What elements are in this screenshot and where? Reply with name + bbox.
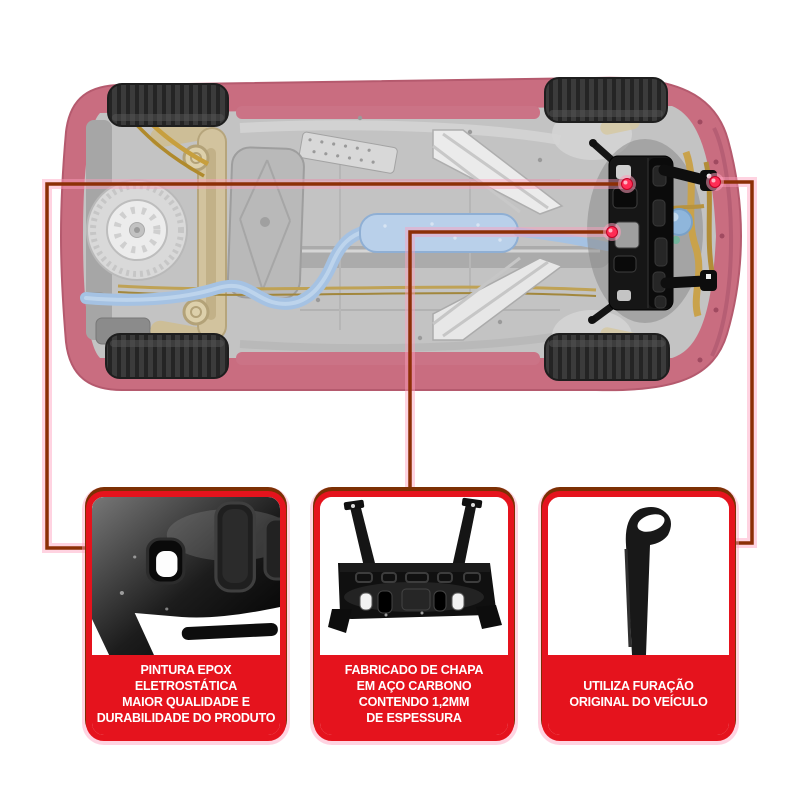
callout-dot [618,175,636,193]
mounting-arm-bottom [660,275,710,289]
tires [105,77,670,381]
skid-plate-installed [588,139,717,324]
skid-plate-product-image [320,497,508,655]
heat-shield [298,131,398,174]
mounting-strap-image [548,497,729,655]
floor-pan [80,106,610,365]
rocker-sill-top [236,106,540,119]
feature-card-epoxy-paint: PINTURA EPOX ELETROSTÁTICA MAIOR QUALIDA… [86,491,286,741]
callout-line-holes [715,180,754,545]
rocker-sill-bottom [236,352,540,365]
callout-dot [603,223,621,241]
callout-lines [42,173,757,553]
feature-card-original-holes: UTILIZA FURAÇÃO ORIGINAL DO VEÍCULO [542,491,735,741]
feature-caption-steel: FABRICADO DE CHAPA EM AÇO CARBONO CONTEN… [320,655,508,735]
spare-tire [86,179,188,281]
callout-dot [706,173,724,191]
coil-spring [182,298,210,326]
feature-caption-epoxy: PINTURA EPOX ELETROSTÁTICA MAIOR QUALIDA… [92,655,280,735]
callout-line-steel [408,230,612,497]
fuel-tank [226,146,305,300]
epoxy-paint-closeup-image [92,497,280,655]
rear-axle [122,100,227,348]
callout-line-epoxy [45,182,627,550]
feature-caption-holes: UTILIZA FURAÇÃO ORIGINAL DO VEÍCULO [548,655,729,735]
feature-card-carbon-steel: FABRICADO DE CHAPA EM AÇO CARBONO CONTEN… [314,491,514,741]
mounting-arm-top [658,164,710,186]
